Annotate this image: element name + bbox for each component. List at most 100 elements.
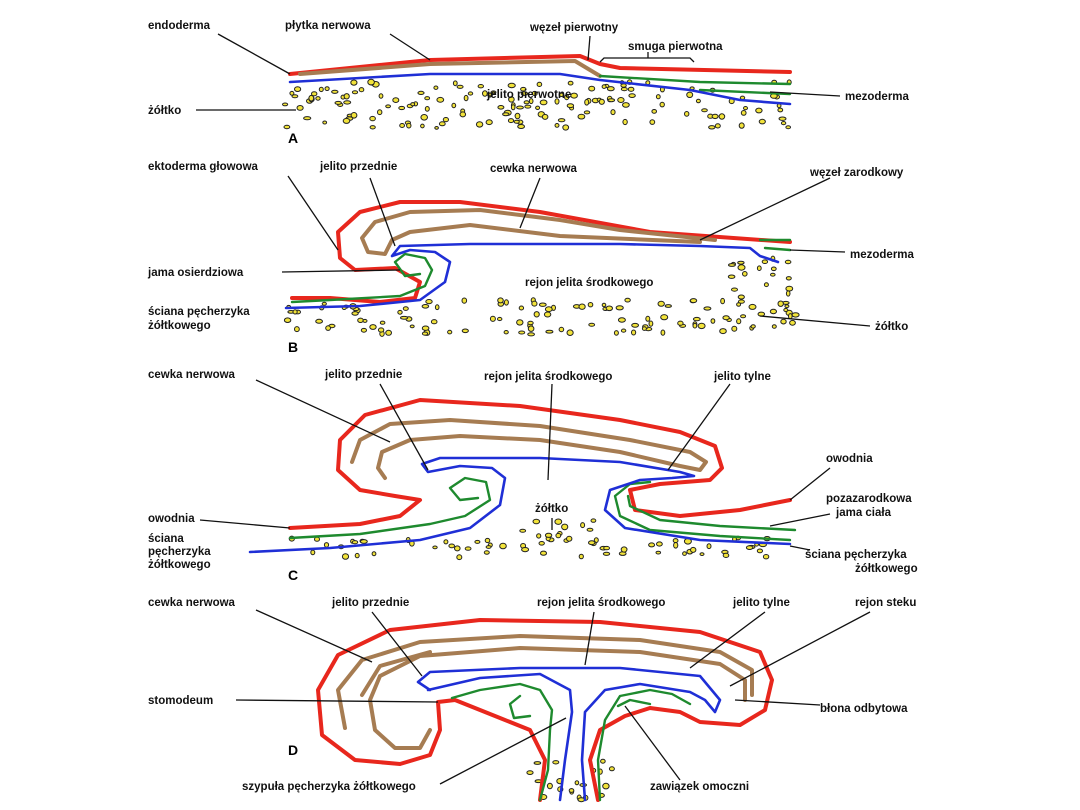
yolk-granule — [697, 322, 706, 330]
yolk-granule — [600, 758, 606, 764]
panel-c-panel-label: C — [288, 567, 298, 583]
yolk-granule — [738, 122, 745, 129]
yolk-granule — [371, 551, 377, 557]
yolk-granule — [695, 98, 701, 104]
yolk-granule — [649, 119, 656, 125]
yolk-granule — [748, 303, 757, 310]
panel-d: cewka nerwowa jelito przednie rejon jeli… — [148, 597, 916, 803]
panel-c-mesoderm-left — [288, 476, 492, 540]
yolk-granule — [379, 320, 386, 325]
yolk-granule — [475, 121, 484, 128]
panel-b-leader-jelito-przednie — [369, 177, 396, 247]
panel-a-neural-plate — [298, 59, 602, 78]
panel-d-label-jelito-tylne: jelito tylne — [732, 597, 790, 609]
yolk-granule — [507, 118, 515, 124]
yolk-granule — [603, 545, 610, 551]
panel-d-leader-jelito-przednie — [371, 611, 423, 677]
yolk-granule — [292, 309, 298, 315]
yolk-granule — [727, 274, 736, 279]
yolk-granule — [588, 85, 596, 92]
yolk-granule — [601, 302, 607, 308]
yolk-granule — [610, 109, 616, 116]
panel-a-label-zoltko: żółtko — [148, 105, 181, 117]
yolk-granule — [557, 118, 566, 123]
yolk-granule — [516, 319, 524, 326]
yolk-granule — [282, 102, 289, 107]
yolk-granule — [552, 760, 560, 765]
yolk-granule — [722, 552, 730, 559]
yolk-granule — [761, 259, 769, 265]
panel-c-label-jelito-przednie: jelito przednie — [324, 369, 402, 381]
panel-d-leader-rejon — [584, 611, 595, 666]
panel-d-leader-zawiazek — [624, 705, 681, 781]
yolk-granule — [502, 112, 510, 117]
yolk-granule — [622, 102, 630, 108]
yolk-granule — [536, 533, 542, 539]
yolk-granule — [447, 329, 453, 335]
yolk-granule — [545, 329, 554, 334]
yolk-granule — [507, 82, 516, 89]
panel-c-leader-jelito-tylne — [667, 383, 731, 471]
panel-b-label-cewka: cewka nerwowa — [490, 163, 578, 175]
yolk-granule — [474, 539, 481, 544]
yolk-granule — [527, 320, 534, 326]
panel-a-label-smuga: smuga pierwotna — [628, 41, 723, 53]
yolk-granule — [544, 306, 553, 313]
panel-b-label-sciana-1: ściana pęcherzyka — [148, 306, 250, 318]
yolk-granule — [367, 78, 375, 86]
yolk-granule — [617, 97, 625, 103]
yolk-granule — [568, 788, 575, 793]
yolk-granule — [421, 325, 430, 331]
yolk-granule — [334, 100, 342, 105]
yolk-granule — [690, 546, 697, 553]
yolk-granule — [566, 103, 575, 109]
yolk-granule — [294, 326, 300, 333]
panel-a-panel-label: A — [288, 130, 298, 146]
yolk-granule — [660, 329, 666, 336]
panel-b-yolk-right — [727, 255, 794, 300]
panel-c-label-zoltko: żółtko — [535, 503, 568, 515]
panel-a-leader-endoderma — [217, 33, 291, 75]
yolk-granule — [624, 297, 631, 303]
yolk-granule — [570, 92, 578, 99]
yolk-granule — [566, 535, 573, 542]
yolk-granule — [417, 90, 425, 96]
panel-b-leader-jama — [281, 269, 401, 273]
yolk-granule — [536, 81, 543, 88]
yolk-granule — [740, 314, 747, 319]
yolk-granule — [780, 318, 787, 325]
yolk-granule — [577, 113, 586, 120]
yolk-granule — [555, 532, 562, 539]
yolk-granule — [354, 552, 360, 559]
yolk-granule — [308, 94, 315, 102]
yolk-granule — [664, 304, 672, 308]
panel-c-label-pozazar-1: pozazarodkowa — [826, 493, 912, 505]
yolk-granule — [461, 297, 468, 304]
panel-d-label-rejon-steku: rejon steku — [855, 597, 916, 609]
yolk-granule — [631, 329, 637, 336]
panel-a-ectoderm — [288, 54, 792, 76]
yolk-granule — [531, 90, 538, 97]
yolk-granule — [641, 326, 647, 331]
yolk-granule — [583, 110, 591, 115]
yolk-granule — [682, 551, 687, 556]
yolk-granule — [737, 260, 745, 265]
panel-b: ektoderma głowowa jelito przednie cewka … — [147, 161, 915, 355]
yolk-granule — [315, 318, 324, 324]
yolk-granule — [622, 118, 628, 126]
yolk-granule — [464, 546, 472, 551]
yolk-granule — [296, 105, 304, 111]
yolk-granule — [684, 111, 690, 117]
yolk-granule — [535, 105, 541, 111]
yolk-granule — [755, 107, 763, 114]
yolk-granule — [484, 537, 491, 544]
yolk-granule — [331, 89, 339, 94]
panel-a-label-wezel: węzeł pierwotny — [529, 22, 619, 34]
yolk-granule — [590, 518, 597, 523]
yolk-granule — [578, 553, 584, 560]
yolk-granule — [399, 123, 406, 128]
yolk-granule — [692, 316, 701, 322]
yolk-granule — [656, 541, 663, 547]
panel-c-leader-owodnia-r — [789, 467, 831, 501]
